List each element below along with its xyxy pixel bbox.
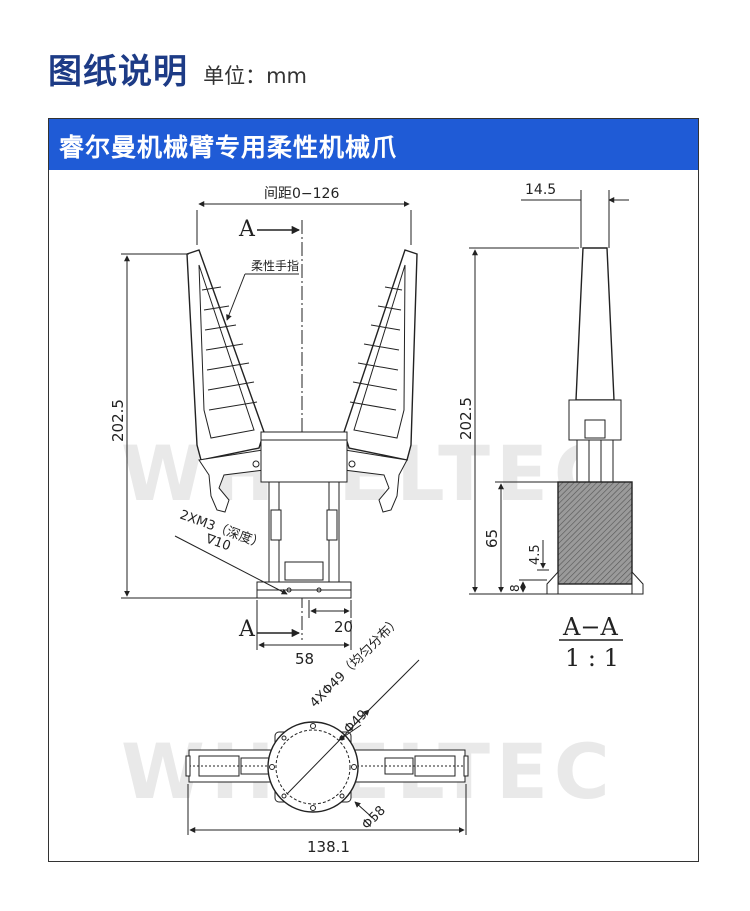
section-mark-bottom: A bbox=[238, 617, 256, 642]
drawing-frame: 睿尔曼机械臂专用柔性机械爪 WHEELTEC WHEELTEC bbox=[48, 118, 699, 862]
top-width-dimension: 14.5 bbox=[525, 182, 556, 198]
offset-dimension: 20 bbox=[334, 618, 353, 636]
bottom-view bbox=[185, 659, 469, 835]
scale-label: 1 : 1 bbox=[565, 644, 619, 672]
page-title: 图纸说明 bbox=[48, 52, 188, 92]
height-dimension-side: 202.5 bbox=[457, 397, 475, 440]
length-dimension: 138.1 bbox=[307, 838, 350, 856]
side-view bbox=[469, 190, 644, 641]
base-height-dimension: 65 bbox=[483, 529, 501, 548]
section-mark-top: A bbox=[238, 217, 256, 242]
product-title: 睿尔曼机械臂专用柔性机械爪 bbox=[59, 133, 398, 162]
unit-label: 单位：mm bbox=[203, 64, 308, 88]
width-dimension: 58 bbox=[295, 650, 314, 668]
section-label: A−A bbox=[562, 613, 618, 641]
gap-dimension: 4.5 bbox=[528, 544, 543, 565]
height-dimension-front: 202.5 bbox=[109, 399, 127, 442]
holes-label: 4XΦ49（均匀分布） bbox=[307, 614, 404, 711]
front-view bbox=[121, 201, 418, 650]
page-header: 图纸说明 单位：mm bbox=[48, 44, 307, 94]
foot-dimension: 8 bbox=[508, 584, 522, 592]
technical-drawing: WHEELTEC WHEELTEC bbox=[49, 170, 698, 861]
finger-label: 柔性手指 bbox=[251, 258, 299, 273]
product-banner: 睿尔曼机械臂专用柔性机械爪 bbox=[49, 119, 698, 170]
spacing-dimension: 间距0−126 bbox=[264, 186, 339, 202]
